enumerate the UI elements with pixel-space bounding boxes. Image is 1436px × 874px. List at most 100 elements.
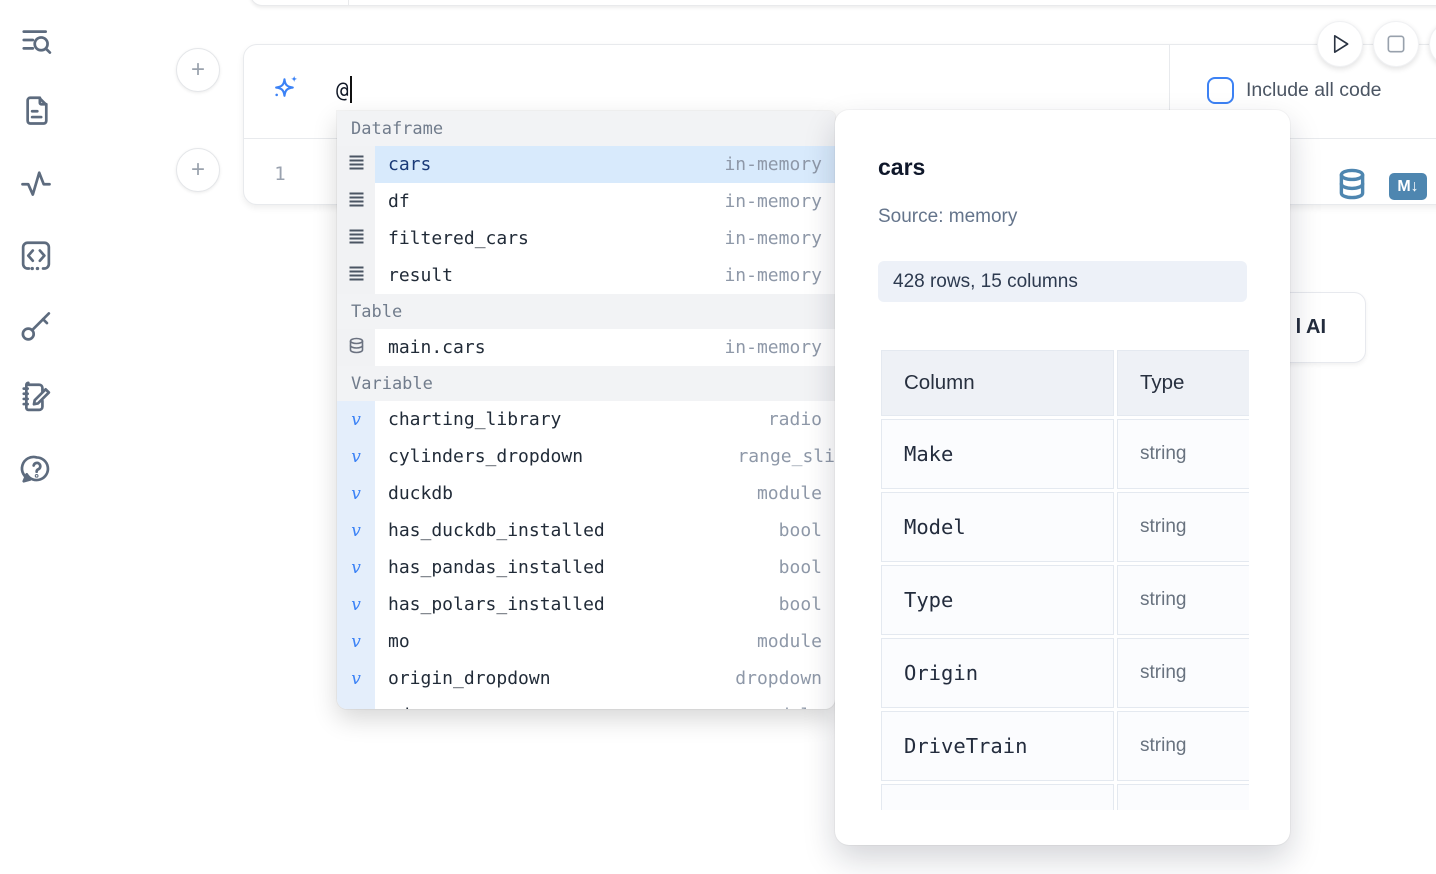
- scratchpad-icon[interactable]: [18, 379, 54, 415]
- item-name: has_pandas_installed: [388, 557, 605, 578]
- item-name: has_duckdb_installed: [388, 520, 605, 541]
- item-type: in-memory: [724, 265, 822, 286]
- list-search-icon[interactable]: [18, 22, 54, 58]
- item-name: cylinders_dropdown: [388, 446, 584, 467]
- add-cell-button-top[interactable]: +: [176, 48, 220, 92]
- item-type: module: [756, 631, 822, 652]
- autocomplete-item-mo[interactable]: v mo module: [337, 623, 835, 660]
- item-name: origin_dropdown: [388, 668, 551, 689]
- schema-column-name: DriveTrain: [881, 711, 1114, 781]
- divider: [1169, 45, 1170, 139]
- variable-icon: v: [351, 409, 361, 430]
- autocomplete-item-filtered_cars[interactable]: filtered_cars in-memory: [337, 220, 835, 257]
- item-name: filtered_cars: [388, 228, 529, 249]
- previous-cell: [250, 0, 1436, 6]
- variable-icon: v: [351, 594, 361, 615]
- include-all-code-checkbox[interactable]: Include all code: [1207, 77, 1382, 104]
- item-type: module: [756, 483, 822, 504]
- autocomplete-item-cars[interactable]: cars in-memory: [337, 146, 835, 183]
- item-type: range_sli: [737, 446, 835, 467]
- item-name: cars: [388, 154, 432, 175]
- preview-source: Source: memory: [878, 206, 1018, 227]
- item-name: pd: [388, 705, 410, 709]
- item-type: in-memory: [724, 154, 822, 175]
- schema-column-name: Make: [881, 419, 1114, 489]
- help-icon[interactable]: [18, 451, 54, 487]
- item-type: bool: [778, 520, 822, 541]
- schema-header-cell: Type: [1117, 350, 1249, 416]
- schema-column-type: string: [1117, 565, 1249, 635]
- item-type: in-memory: [724, 191, 822, 212]
- preview-shape-badge: 428 rows, 15 columns: [878, 261, 1247, 302]
- item-type: bool: [778, 594, 822, 615]
- item-name: mo: [388, 631, 410, 652]
- variable-icon: v: [351, 520, 361, 541]
- schema-row: [881, 784, 1249, 810]
- left-sidebar: [0, 0, 72, 874]
- sparkles-icon: [269, 74, 301, 106]
- database-icon[interactable]: [1335, 167, 1369, 206]
- include-all-code-label: Include all code: [1246, 79, 1382, 101]
- markdown-icon[interactable]: M↓: [1389, 173, 1427, 200]
- autocomplete-section-header: Table: [337, 294, 835, 329]
- item-name: main.cars: [388, 337, 486, 358]
- item-type: radio: [767, 409, 822, 430]
- cell-gutter-divider: [348, 0, 349, 5]
- autocomplete-item-pd[interactable]: vpdmodule: [337, 697, 835, 709]
- table-icon: [348, 337, 365, 359]
- dataframe-icon: [348, 191, 365, 213]
- dataframe-icon: [348, 228, 365, 250]
- variable-icon: v: [351, 446, 361, 467]
- schema-column-name: Origin: [881, 638, 1114, 708]
- item-name: df: [388, 191, 410, 212]
- activity-icon[interactable]: [18, 165, 54, 201]
- autocomplete-section-header: Dataframe: [337, 111, 835, 146]
- item-type: dropdown: [735, 668, 822, 689]
- schema-column-type: string: [1117, 638, 1249, 708]
- preview-title: cars: [878, 154, 926, 180]
- dataframe-icon: [348, 154, 365, 176]
- stop-button[interactable]: [1373, 21, 1419, 67]
- schema-column-type: string: [1117, 711, 1249, 781]
- variable-icon: v: [351, 557, 361, 578]
- item-name: result: [388, 265, 454, 286]
- run-button[interactable]: [1317, 21, 1363, 67]
- dataframe-icon: [348, 265, 365, 287]
- ai-prompt-input[interactable]: @: [336, 76, 352, 103]
- line-number: 1: [274, 163, 286, 185]
- item-name: duckdb: [388, 483, 454, 504]
- code-snippets-icon[interactable]: [18, 237, 54, 273]
- variable-icon: v: [351, 631, 361, 652]
- schema-column-type: string: [1117, 492, 1249, 562]
- dataframe-preview-panel: cars Source: memory 428 rows, 15 columns…: [835, 110, 1290, 845]
- item-type: in-memory: [724, 228, 822, 249]
- autocomplete-item-cylinders_dropdown[interactable]: v cylinders_dropdown range_sli: [337, 438, 835, 475]
- autocomplete-item-result[interactable]: result in-memory: [337, 257, 835, 294]
- autocomplete-item-has_pandas_installed[interactable]: v has_pandas_installed bool: [337, 549, 835, 586]
- key-icon[interactable]: [18, 307, 54, 343]
- autocomplete-section-header: Variable: [337, 366, 835, 401]
- file-text-icon[interactable]: [18, 92, 54, 128]
- schema-header-cell: Column: [881, 350, 1114, 416]
- autocomplete-item-has_duckdb_installed[interactable]: v has_duckdb_installed bool: [337, 512, 835, 549]
- item-type: bool: [778, 557, 822, 578]
- checkbox-icon[interactable]: [1207, 77, 1234, 104]
- schema-column-type: string: [1117, 419, 1249, 489]
- text-cursor: [349, 76, 352, 103]
- add-cell-button-bottom[interactable]: +: [176, 148, 220, 192]
- autocomplete-item-df[interactable]: df in-memory: [337, 183, 835, 220]
- variable-icon: v: [351, 706, 361, 710]
- schema-column-name: Model: [881, 492, 1114, 562]
